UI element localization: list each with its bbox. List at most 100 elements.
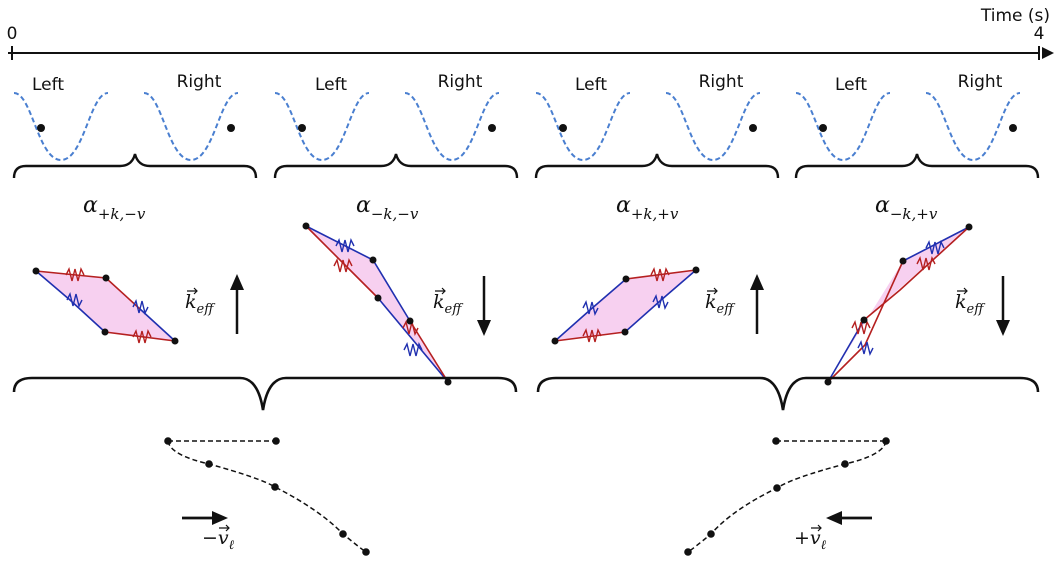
time-axis-arrowhead	[1042, 47, 1054, 59]
blue-arm	[377, 297, 449, 383]
red-arm	[827, 260, 904, 383]
wave-left-marker	[298, 124, 306, 132]
laser-pulse-blue	[652, 293, 669, 311]
right-label: Right	[438, 72, 483, 92]
left-label: Left	[835, 75, 867, 95]
loop-node	[692, 266, 700, 274]
interferometer-loop	[828, 227, 969, 382]
trajectory-point	[362, 548, 370, 556]
trajectory-point	[882, 437, 890, 445]
loop-node	[899, 257, 907, 265]
time-axis-title: Time (s)	[980, 6, 1050, 26]
laser-pulse-blue	[925, 239, 945, 255]
trajectory-point	[707, 530, 715, 538]
wave-left-marker	[37, 124, 45, 132]
velocity-arrow-left	[826, 511, 872, 525]
large-brace-right	[536, 376, 1040, 411]
loop-node	[621, 328, 629, 336]
wave-right-marker	[749, 124, 757, 132]
alpha-label: α+k,+v	[616, 193, 679, 223]
time-axis: 0 4 Time (s)	[7, 6, 1054, 60]
trajectory-point	[271, 483, 279, 491]
segment-3: Left Right α+k,+v keff	[534, 72, 780, 345]
wave-right-marker	[227, 124, 235, 132]
laser-pulse-blue	[403, 341, 423, 357]
trajectory-point	[772, 437, 780, 445]
laser-pulse-red	[851, 319, 871, 335]
red-arm	[409, 320, 449, 383]
wave-right-marker	[1009, 124, 1017, 132]
trajectory-point	[339, 530, 347, 538]
red-arm	[863, 226, 970, 321]
trajectory-point	[205, 460, 213, 468]
alpha-label: α−k,+v	[875, 193, 938, 223]
laser-pulse-red	[132, 328, 152, 344]
trajectory-point	[164, 437, 172, 445]
laser-pulse-blue	[132, 298, 149, 316]
laser-pulse-blue	[857, 339, 874, 357]
velocity-vector-hat	[219, 524, 230, 532]
loop-node	[374, 294, 382, 302]
segment-brace	[534, 153, 780, 179]
wave-left	[795, 92, 891, 162]
keff-arrow-up	[230, 274, 244, 334]
wave-left	[535, 92, 631, 162]
trajectory-right: +vℓ	[684, 437, 890, 556]
laser-pulse-red	[582, 327, 602, 343]
keff-vector-hat	[707, 287, 718, 295]
interferometer-loop	[36, 271, 175, 341]
alpha-label: α+k,−v	[83, 193, 146, 223]
time-axis-start-label: 0	[7, 24, 18, 44]
segment-brace	[794, 153, 1040, 179]
blue-arm	[139, 308, 176, 342]
keff-arrow-down	[996, 276, 1010, 336]
laser-pulse-red	[65, 266, 85, 282]
blue-arm	[827, 319, 865, 383]
wave-left	[13, 92, 109, 162]
laser-pulse-blue	[335, 237, 355, 253]
velocity-arrow-right	[182, 511, 228, 525]
blue-arm	[35, 270, 106, 333]
keff-arrow-down	[477, 276, 491, 336]
loop-node	[369, 256, 377, 264]
wave-right	[665, 92, 761, 162]
velocity-label: −vℓ	[202, 527, 235, 553]
blue-arm	[624, 269, 697, 333]
loop-node	[551, 337, 559, 345]
keff-label: keff	[955, 291, 986, 317]
loop-node	[965, 223, 973, 231]
right-label: Right	[958, 72, 1003, 92]
wave-right-marker	[488, 124, 496, 132]
keff-label: keff	[705, 291, 736, 317]
segment-brace	[12, 153, 258, 179]
trajectory-point	[272, 437, 280, 445]
loop-node	[302, 222, 310, 230]
loop-node	[860, 316, 868, 324]
interferometer-loop	[555, 270, 696, 341]
time-axis-end-label: 4	[1034, 24, 1045, 44]
laser-pulse-blue	[66, 291, 83, 309]
loop-node	[101, 328, 109, 336]
loop-node	[32, 267, 40, 275]
interferometer-loop	[306, 226, 448, 382]
wave-right	[404, 92, 500, 162]
trajectory-curve	[687, 440, 887, 553]
segment-4: Left Right α−k,+v keff	[794, 72, 1040, 386]
loop-node	[171, 337, 179, 345]
loop-node	[444, 378, 452, 386]
laser-pulse-red	[916, 255, 936, 271]
segment-1: Left Right α+k,−v keff	[12, 72, 258, 345]
trajectory-curve	[167, 440, 367, 553]
alpha-label: α−k,−v	[356, 193, 419, 223]
right-label: Right	[699, 72, 744, 92]
left-label: Left	[315, 75, 347, 95]
left-label: Left	[32, 75, 64, 95]
segment-2: Left Right α−k,−v keff	[273, 72, 519, 386]
loop-node	[622, 275, 630, 283]
laser-pulse-blue	[582, 299, 599, 317]
trajectory-left: −vℓ	[164, 437, 370, 556]
wave-right	[925, 92, 1021, 162]
keff-vector-hat	[187, 287, 198, 295]
keff-vector-hat	[957, 287, 968, 295]
laser-pulse-red	[402, 319, 419, 337]
